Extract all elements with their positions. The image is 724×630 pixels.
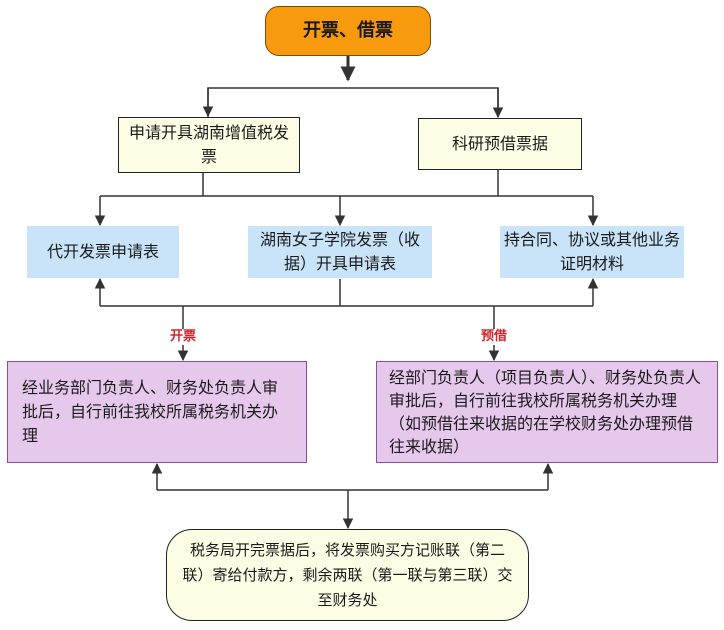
proxy-invoice-form-node: 代开发票申请表 (27, 226, 179, 278)
edge-label-borrow: 预借 (478, 329, 510, 345)
edge-split-top (207, 87, 499, 117)
start-node: 开票、借票 (265, 6, 431, 56)
borrow-approval-node: 经部门负责人（项目负责人）、财务处负责人审批后，自行前往我校所属税务机关办理（如… (376, 361, 718, 463)
edge-label-invoice: 开票 (167, 329, 199, 345)
apply-invoice-node: 申请开具湖南增值税发票 (118, 117, 300, 173)
end-node: 税务局开完票据后，将发票购买方记账联（第二联）寄给付款方，剩余两联（第一联与第三… (166, 529, 529, 621)
invoice-approval-node: 经业务部门负责人、财务处负责人审批后，自行前往我校所属税务机关办理 (7, 361, 307, 463)
college-invoice-form-node: 湖南女子学院发票（收据）开具申请表 (248, 226, 432, 278)
research-borrow-node: 科研预借票据 (418, 118, 582, 170)
contract-documents-node: 持合同、协议或其他业务证明材料 (500, 226, 684, 278)
